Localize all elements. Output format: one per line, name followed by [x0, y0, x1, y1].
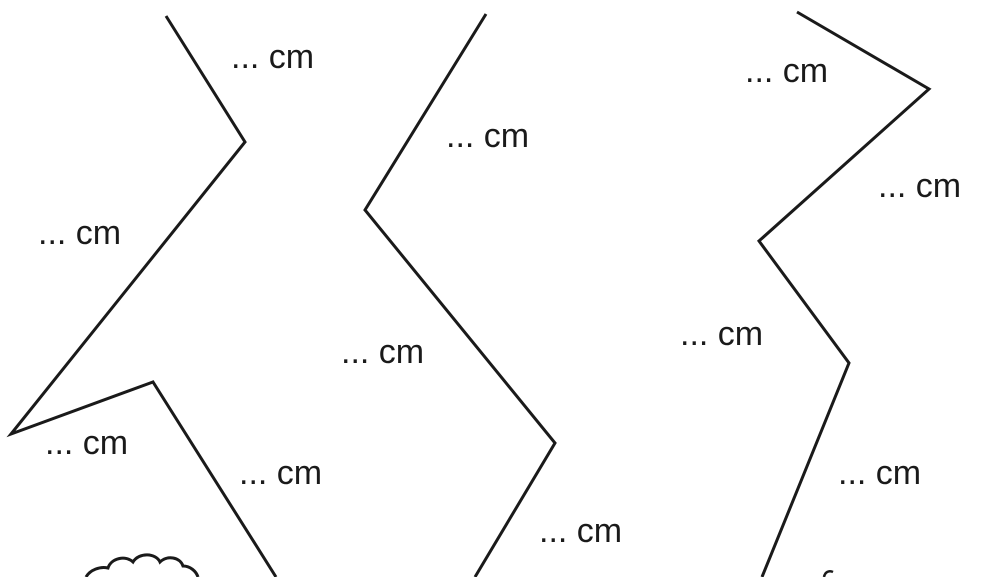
cloud-drawing	[84, 553, 200, 577]
segment-length-label: ... cm	[341, 333, 425, 371]
segment-length-label: ... cm	[878, 167, 962, 205]
polyline-shape-2	[363, 13, 557, 577]
segment-length-label: ... cm	[45, 424, 129, 462]
mark-fragment	[822, 569, 834, 577]
segment-length-label: ... cm	[539, 512, 623, 550]
segment-length-label: ... cm	[239, 454, 323, 492]
polyline-shape-1	[6, 15, 278, 577]
segment-length-label: ... cm	[680, 315, 764, 353]
segment-length-label: ... cm	[38, 214, 122, 252]
segment-length-label: ... cm	[446, 117, 530, 155]
segment-length-label: ... cm	[838, 454, 922, 492]
segment-length-label: ... cm	[231, 38, 315, 76]
segment-length-label: ... cm	[745, 52, 829, 90]
polyline-shape-3	[756, 10, 932, 577]
